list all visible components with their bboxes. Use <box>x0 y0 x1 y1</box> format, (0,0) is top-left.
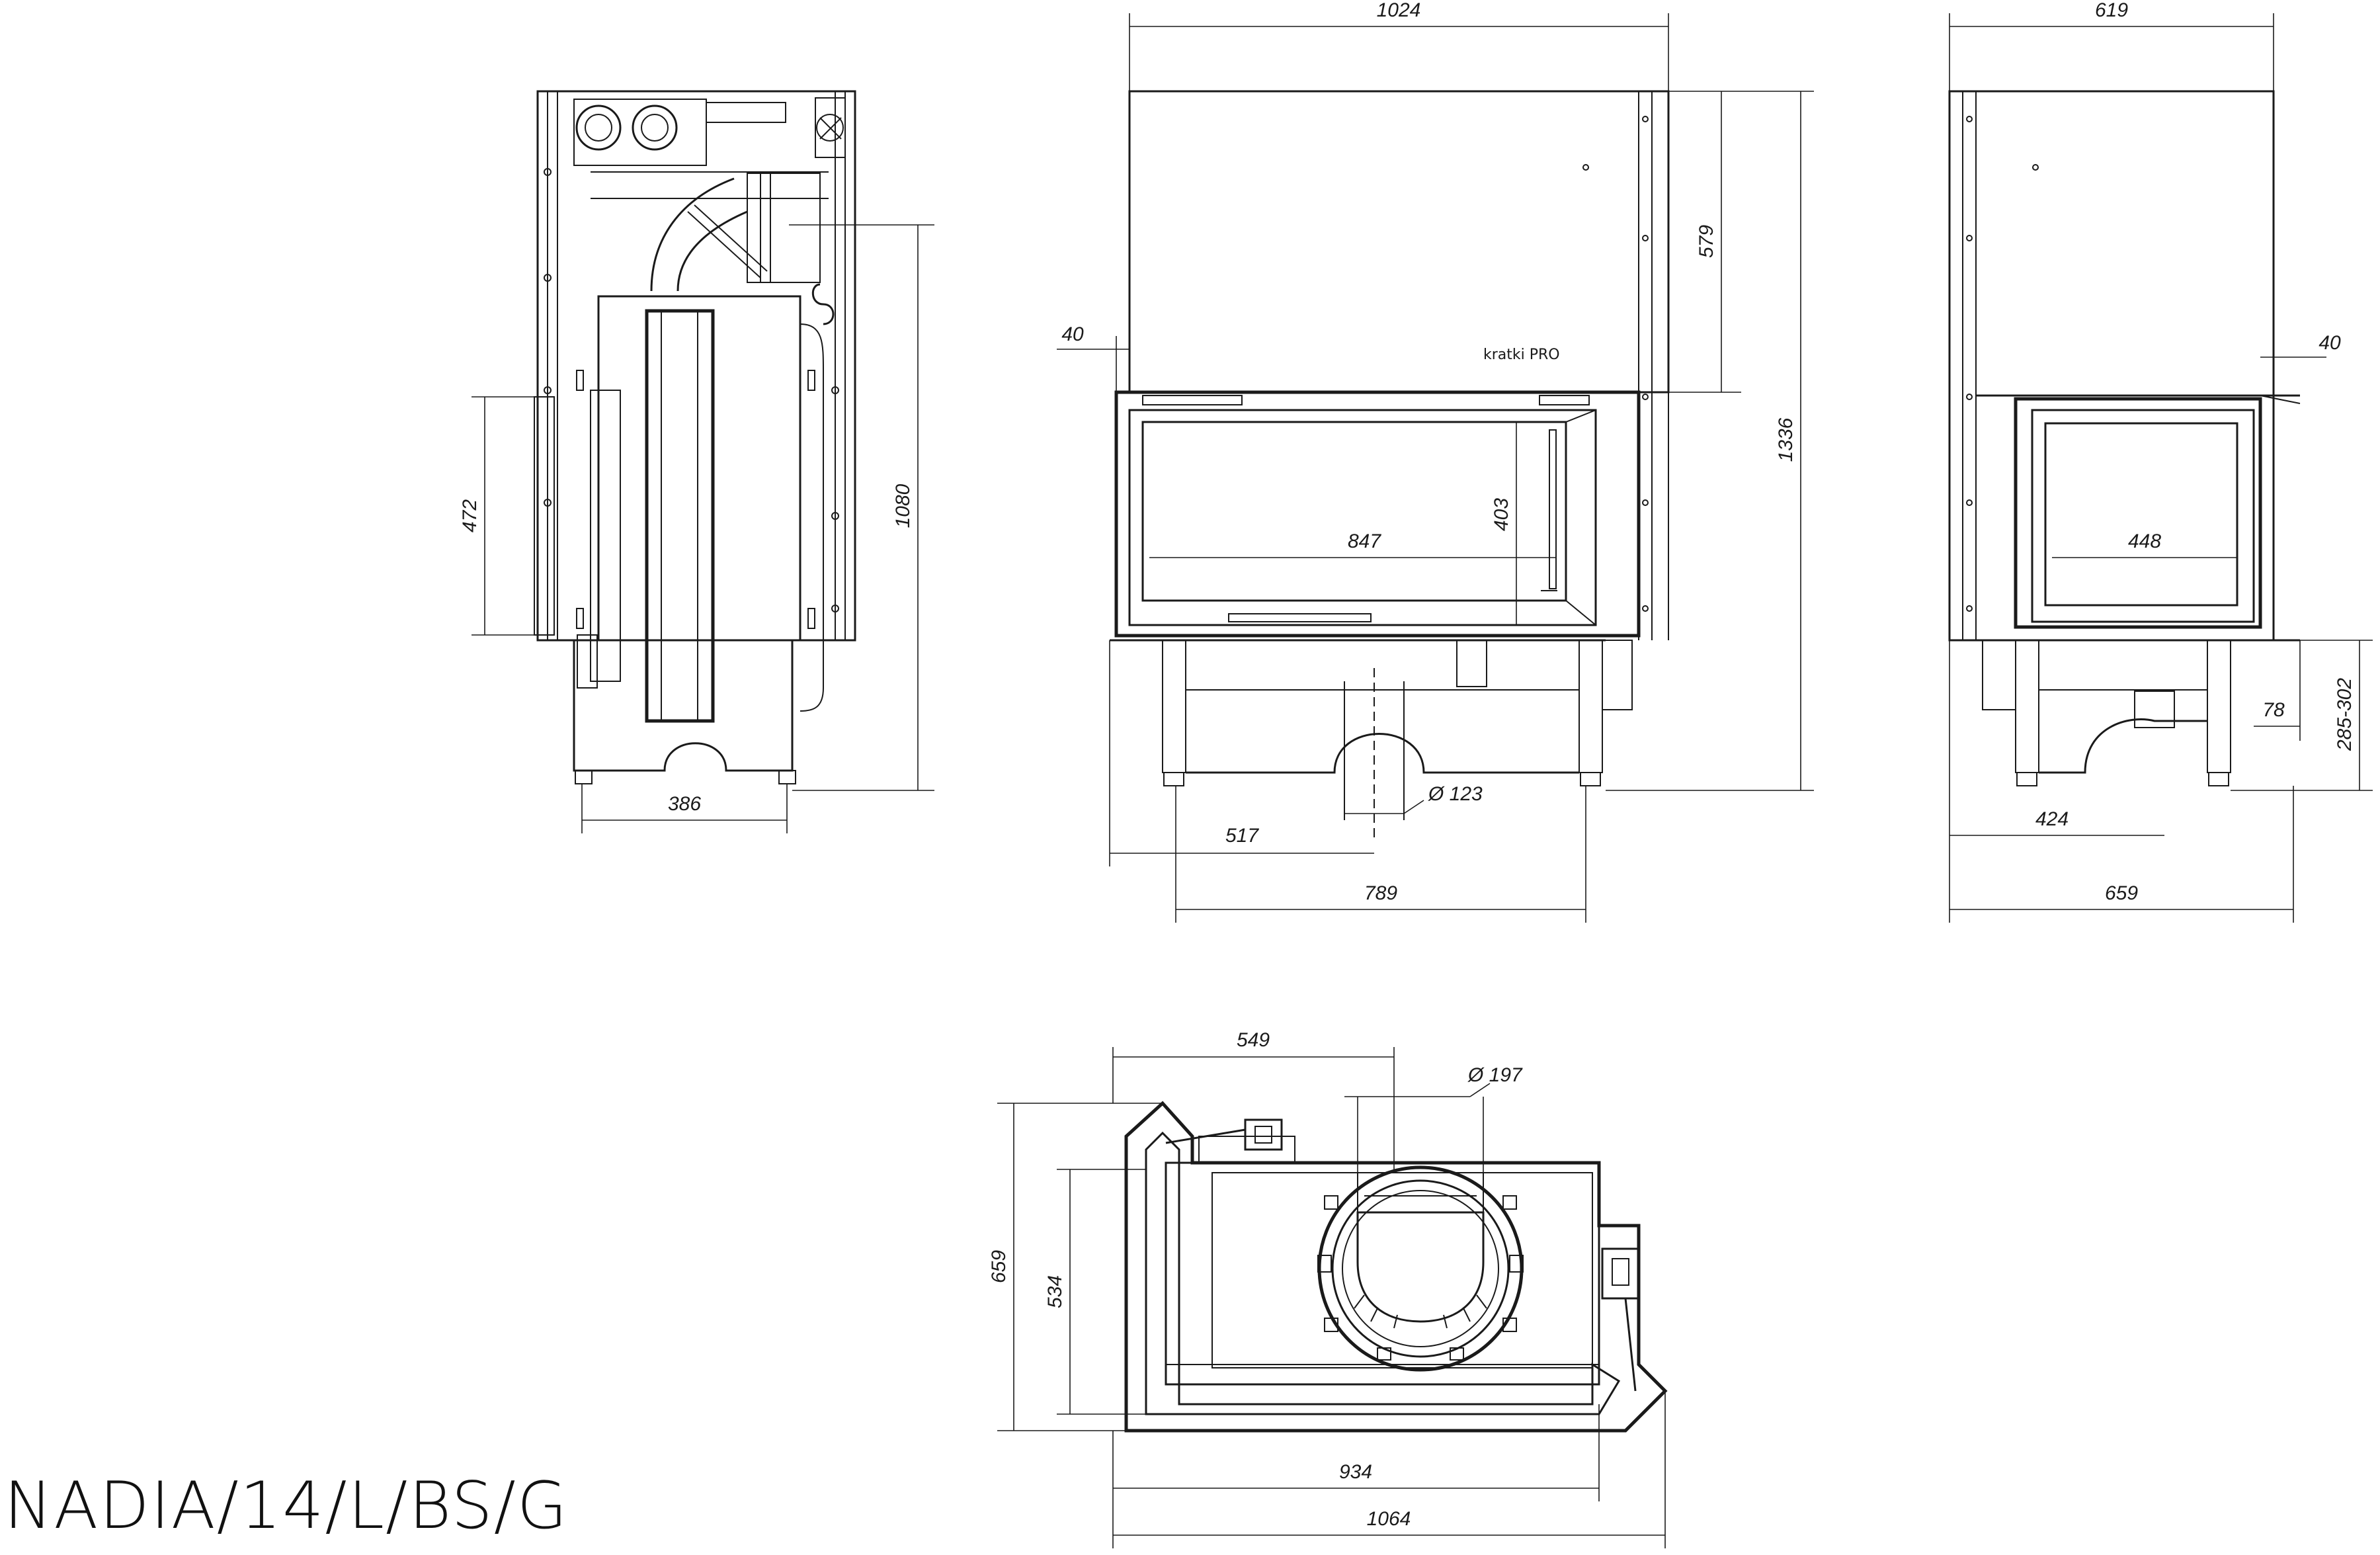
dim-right-offset: 40 <box>2318 332 2341 354</box>
dim-front-glass-width: 847 <box>1348 530 1381 552</box>
dim-top-depth-inner: 534 <box>1044 1275 1066 1308</box>
dim-right-leg-offset: 78 <box>2262 699 2285 721</box>
dim-side-height-opening: 472 <box>459 499 481 532</box>
dim-side-height-total: 1080 <box>892 483 914 528</box>
dim-top-width-total: 1064 <box>1367 1508 1411 1530</box>
dim-side-width: 386 <box>668 793 701 815</box>
dim-top-flue-diameter: Ø 197 <box>1467 1064 1523 1086</box>
dim-front-offset-left: 40 <box>1061 323 1084 345</box>
dim-top-width-inner: 934 <box>1339 1461 1372 1483</box>
dim-right-glass-width: 448 <box>2128 530 2161 552</box>
top-view: 549 Ø 197 659 534 934 1064 <box>988 1029 1668 1548</box>
dim-right-offset-flue: 424 <box>2035 808 2069 830</box>
dim-front-glass-height: 403 <box>1491 498 1512 531</box>
dim-top-offset-flue: 549 <box>1237 1029 1270 1051</box>
front-view: kratki PRO <box>1057 0 1814 923</box>
dim-front-offset-flue: 517 <box>1225 825 1259 847</box>
brand-logo: kratki PRO <box>1483 347 1560 363</box>
dim-front-base-width: 789 <box>1364 882 1397 904</box>
side-view-right: 619 40 448 78 285-302 424 659 <box>1948 0 2373 923</box>
dim-right-width-total: 659 <box>2105 882 2138 904</box>
model-code: NADIA/14/L/BS/G <box>4 1468 569 1544</box>
dim-front-width-top: 1024 <box>1377 0 1421 21</box>
dim-front-flue-diameter: Ø 123 <box>1428 783 1483 805</box>
side-view-left: 472 1080 386 <box>459 90 934 833</box>
dim-front-height-upper: 579 <box>1696 225 1717 258</box>
dim-right-width-top: 619 <box>2095 0 2128 21</box>
dim-top-depth-total: 659 <box>988 1250 1010 1283</box>
dim-front-height-total: 1336 <box>1775 417 1797 462</box>
dim-right-leg-height: 285-302 <box>2334 678 2356 751</box>
